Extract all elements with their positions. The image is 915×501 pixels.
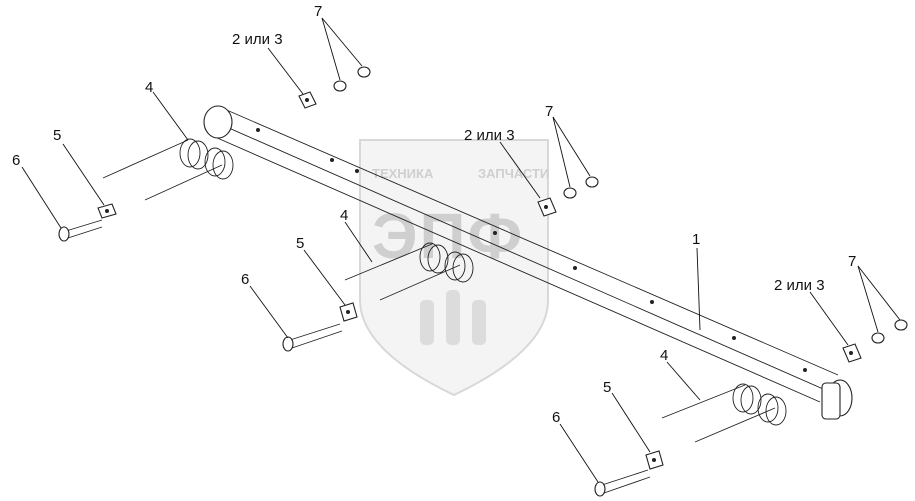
leader-lines — [21, 17, 901, 483]
callout-6-middle: 6 — [241, 271, 249, 288]
plate-part-2-3-c — [842, 343, 862, 363]
watermark-text-left: ТЕХНИКА — [372, 166, 434, 181]
watermark-logo-text: ЭПФ — [372, 200, 524, 272]
spring-part-4-c — [661, 383, 787, 443]
bolt-part-6-c — [594, 469, 651, 497]
callout-7-right: 7 — [848, 253, 856, 270]
bolt-part-6-b — [282, 323, 343, 352]
callout-7-top: 7 — [314, 3, 322, 20]
clamp-part-5-c — [645, 450, 664, 470]
callout-1-beam: 1 — [692, 231, 700, 248]
callout-4-left: 4 — [145, 79, 153, 96]
clamp-part-5-a — [97, 203, 117, 219]
spring-part-4-b — [344, 242, 474, 301]
plate-part-2-3-b — [537, 197, 557, 217]
callout-6-right: 6 — [552, 409, 560, 426]
callout-4-right: 4 — [660, 347, 668, 364]
clamp-part-5-b — [339, 302, 358, 322]
callout-5-middle: 5 — [296, 235, 304, 252]
callout-2or3-middle: 2 или 3 — [464, 127, 515, 144]
callout-4-middle: 4 — [340, 207, 348, 224]
callout-5-left: 5 — [53, 127, 61, 144]
nut-part-7-c — [871, 319, 908, 344]
callout-7-middle: 7 — [545, 103, 553, 120]
spring-part-4-a — [102, 138, 234, 201]
beam-part-1 — [203, 105, 853, 420]
watermark-wheat-icon — [420, 290, 486, 345]
bolt-part-6-a — [58, 219, 103, 242]
plate-part-2-3-a — [298, 91, 317, 109]
callout-labels: 7 2 или 3 4 5 6 7 2 или 3 4 5 6 1 7 2 ил… — [12, 3, 856, 426]
callout-6-left: 6 — [12, 152, 20, 169]
nut-part-7-b — [563, 176, 599, 199]
callout-2or3-right: 2 или 3 — [774, 277, 825, 294]
callout-2or3-top: 2 или 3 — [232, 31, 283, 48]
callout-5-right: 5 — [603, 379, 611, 396]
nut-part-7-a — [333, 66, 371, 92]
watermark-text-right: ЗАПЧАСТИ — [478, 166, 549, 181]
